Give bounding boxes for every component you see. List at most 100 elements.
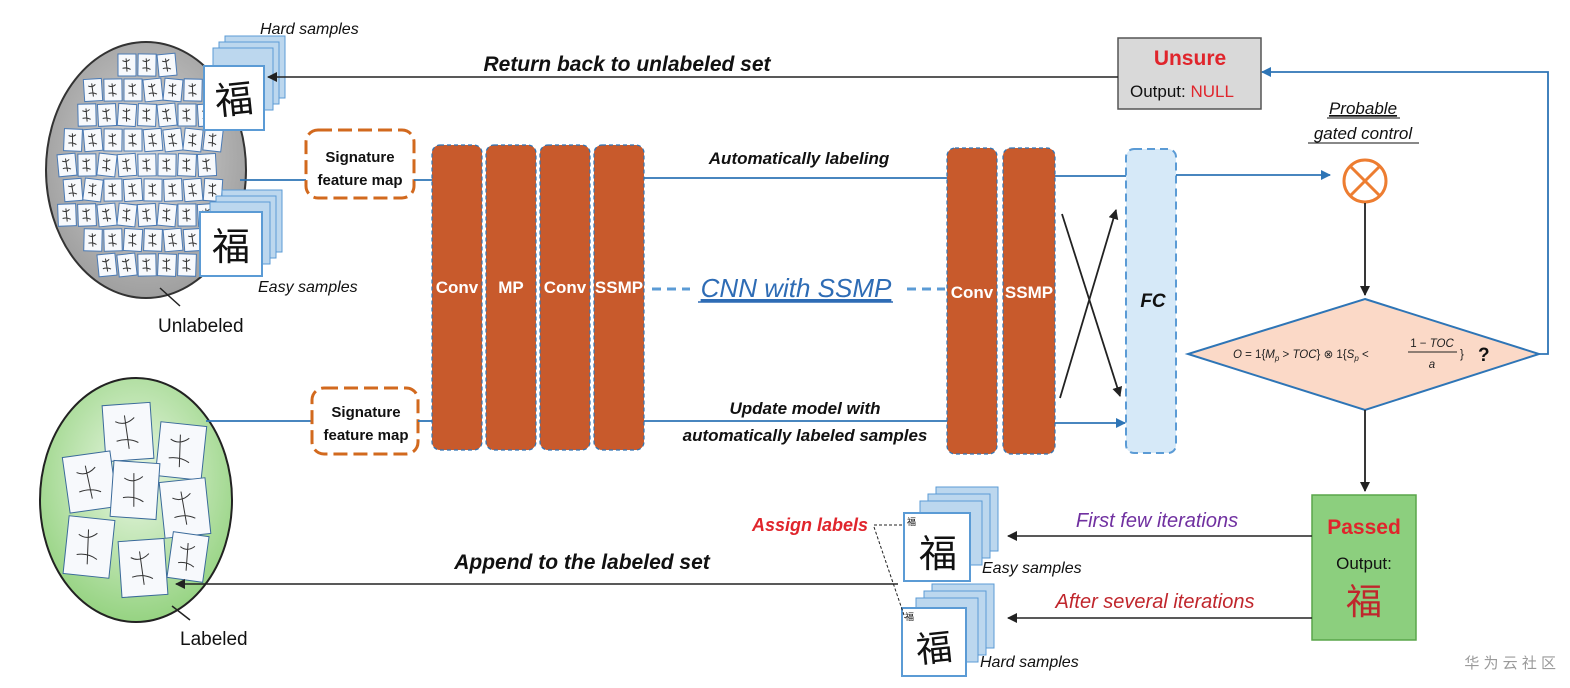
sample-tile: [137, 253, 157, 277]
sample-tile: [117, 53, 137, 77]
sample-tile: [122, 177, 144, 203]
sample-character: 福: [213, 78, 255, 124]
hard-samples-stack-bottom: 福 福 Hard samples: [901, 583, 1079, 677]
sample-tile: [143, 178, 163, 202]
sample-tile: [136, 202, 158, 228]
layer-conv-3: [946, 147, 998, 455]
fc-box: [1125, 148, 1177, 454]
sample-tile: [117, 537, 169, 599]
sample-tile: [137, 103, 157, 127]
sample-tile: [156, 202, 178, 228]
sample-tile: [182, 127, 204, 153]
sample-tile: [83, 228, 103, 252]
passed-rect: [1311, 494, 1417, 641]
formula-close: }: [1460, 349, 1464, 361]
unsure-title: Unsure: [1154, 47, 1226, 70]
sample-tile: [82, 77, 104, 103]
sample-tile: [96, 202, 118, 228]
cross-arrow-up: [1059, 209, 1119, 399]
gate-label-line1: Probable: [1329, 99, 1397, 118]
stack-card-front: [203, 65, 265, 131]
sample-tile: [116, 252, 138, 278]
sample-character: 福: [919, 534, 957, 576]
feature-map-label-line2: feature map: [317, 172, 402, 189]
sample-tile: [137, 53, 157, 77]
feature-map-bottom: Signature feature map: [310, 386, 420, 456]
sample-tile: [57, 203, 77, 227]
easy-samples-bottom-label: Easy samples: [982, 560, 1082, 577]
sample-tile: [123, 128, 143, 152]
small-label-char: 福: [907, 516, 916, 527]
cnn-label: CNN with SSMP: [701, 273, 892, 303]
sample-tile: [177, 253, 197, 277]
unsure-box: Unsure Output: NULL: [1117, 37, 1262, 110]
sample-tile: [103, 228, 123, 252]
sample-tile: [183, 78, 203, 102]
sample-tile: [156, 52, 178, 78]
hard-samples-top-label: Hard samples: [260, 21, 359, 38]
labeled-pointer-line: [171, 605, 191, 621]
small-label-char: 福: [905, 611, 914, 622]
probable-gated-control: Probable gated control: [1308, 99, 1419, 204]
sample-tile: [143, 228, 163, 252]
easy-samples-stack-top: 福 Easy samples: [199, 189, 358, 296]
sample-tile: [116, 152, 138, 178]
passed-output-label: Output:: [1336, 554, 1392, 573]
sample-tile: [61, 450, 119, 514]
sample-tile: [62, 177, 84, 203]
update-model-text-line2: automatically labeled samples: [683, 426, 928, 445]
layer-conv-1: [431, 144, 483, 451]
sample-tile: [177, 203, 197, 227]
sample-tile: [63, 128, 83, 152]
sample-tile: [122, 227, 144, 253]
feature-map-box: [304, 128, 416, 200]
passed-output-value: 福: [1346, 581, 1382, 622]
formula-denominator: a: [1429, 359, 1435, 371]
sample-tile: [101, 401, 155, 463]
sample-tile: [77, 203, 97, 227]
formula-main: O = 1{Mp > TOC} ⊗ 1{Sp <: [1233, 349, 1369, 363]
sample-tile: [137, 153, 157, 177]
labeled-sample-tiles: [61, 401, 212, 599]
sample-tile: [77, 153, 97, 177]
labeled-label: Labeled: [180, 629, 248, 650]
update-model-text-line1: Update model with: [729, 399, 880, 418]
sample-tile: [177, 103, 197, 127]
sample-tile: [182, 177, 204, 203]
sample-tile: [182, 227, 204, 253]
cnn-back-block: Conv SSMP: [946, 147, 1056, 455]
sample-tile: [162, 127, 184, 153]
sample-tile: [157, 153, 177, 177]
layer-ssmp-1: [593, 144, 645, 451]
stack-card-front: [903, 512, 971, 582]
sample-tile: [56, 152, 78, 178]
sample-tile: [96, 152, 118, 178]
sample-tile: [162, 227, 184, 253]
unsure-rect: [1117, 37, 1262, 110]
layer-ssmp-2-label: SSMP: [1005, 283, 1053, 302]
fc-label: FC: [1140, 291, 1166, 312]
feature-map-label-line2: feature map: [323, 427, 408, 444]
sample-tile: [123, 78, 143, 102]
passed-title: Passed: [1327, 516, 1401, 539]
assign-labels-text: Assign labels: [751, 515, 868, 535]
unlabeled-label: Unlabeled: [158, 316, 244, 337]
unlabeled-pointer-line: [159, 287, 181, 307]
sample-tile: [96, 252, 118, 278]
sample-tile: [142, 127, 164, 153]
easy-samples-top-label: Easy samples: [258, 279, 358, 296]
sample-tile: [77, 103, 97, 127]
sample-tile: [82, 127, 104, 153]
feature-map-top: Signature feature map: [304, 128, 416, 200]
sample-tile: [62, 515, 116, 579]
return-back-text: Return back to unlabeled set: [483, 53, 771, 76]
labeled-set: Labeled: [39, 377, 248, 650]
fc-layer: FC: [1125, 148, 1177, 454]
decision-diamond: O = 1{Mp > TOC} ⊗ 1{Sp < 1 − TOC a } ?: [1184, 297, 1543, 412]
watermark: 华 为 云 社 区: [1464, 655, 1556, 672]
sample-tile: [157, 253, 177, 277]
layer-ssmp-2: [1002, 147, 1056, 455]
hard-samples-bottom-label: Hard samples: [980, 654, 1079, 671]
sample-tile: [158, 477, 212, 539]
after-several-text: After several iterations: [1055, 591, 1255, 613]
